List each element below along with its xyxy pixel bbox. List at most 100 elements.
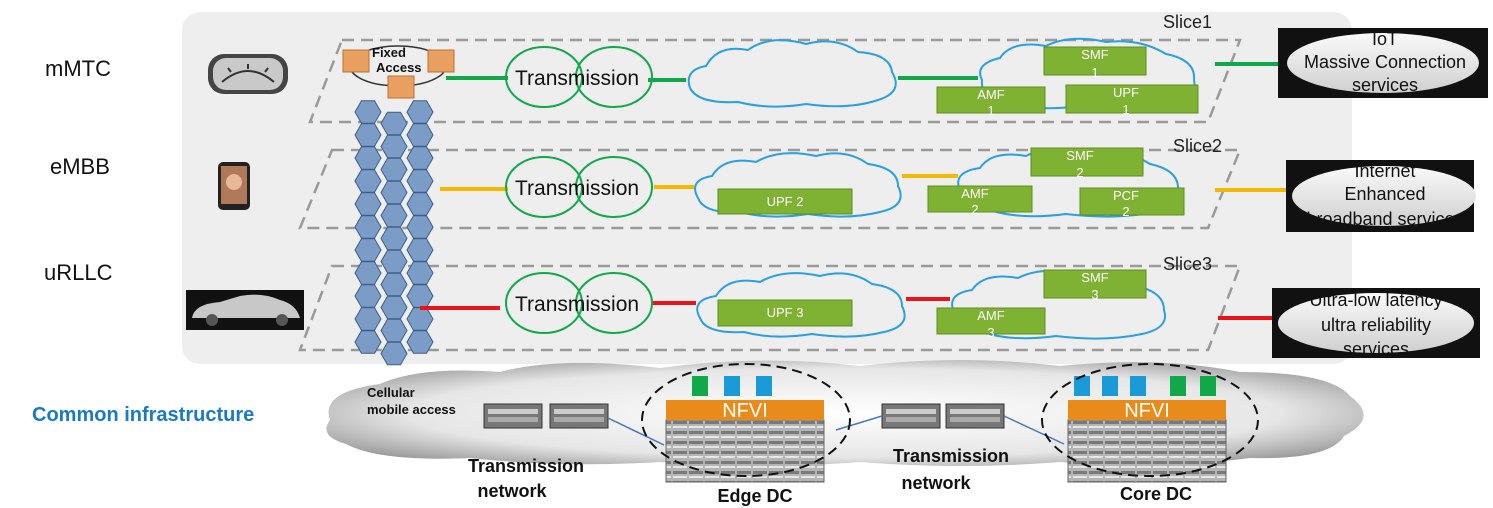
slice2-upf-label: UPF 2 bbox=[767, 194, 804, 209]
slice3-smf-box: SMF 3 bbox=[1043, 269, 1147, 302]
slice2-smf-label: SMF bbox=[1066, 148, 1094, 163]
slice3-edge-cloud bbox=[696, 272, 906, 338]
slice2-plane bbox=[298, 148, 1242, 230]
cell-hexagon bbox=[380, 341, 408, 366]
slice2-smf-number: 2 bbox=[1076, 165, 1083, 180]
service-embb-line1: Internet bbox=[1354, 161, 1415, 181]
edge-dc-label: Edge DC bbox=[717, 486, 792, 506]
edge-nfvi-label: NFVI bbox=[722, 400, 768, 422]
slice1-transmission-label: Transmission bbox=[515, 67, 639, 90]
slice1-smf-number: 1 bbox=[1091, 65, 1098, 80]
slice3-upf-box: UPF 3 bbox=[717, 299, 853, 327]
slice1-amf-label: AMF bbox=[977, 87, 1005, 102]
slice1-transmission: Transmission bbox=[505, 46, 653, 108]
slice2-pcf-label: PCF bbox=[1113, 188, 1139, 203]
slice1-links bbox=[446, 62, 1302, 82]
fixed-access-group: Fixed Access bbox=[342, 45, 455, 99]
slice3-transmission-label: Transmission bbox=[515, 293, 639, 316]
core-vm-blue-1 bbox=[1074, 376, 1090, 396]
transmission-network-right-line2: network bbox=[901, 473, 971, 493]
service-mmtc-line3: services bbox=[1352, 75, 1418, 95]
slice3-smf-label: SMF bbox=[1081, 270, 1109, 285]
edge-vm-green bbox=[692, 376, 708, 396]
core-vm-green-2 bbox=[1200, 376, 1216, 396]
service-mmtc: IoT Massive Connection services bbox=[1278, 28, 1488, 98]
tablet-video-icon bbox=[218, 162, 250, 210]
edge-dc: NFVI bbox=[641, 363, 851, 483]
cell-hexagon bbox=[406, 330, 434, 354]
core-vm-blue-2 bbox=[1102, 376, 1118, 396]
slice3-transmission: Transmission bbox=[505, 272, 653, 334]
slice3-upf-label: UPF 3 bbox=[767, 305, 804, 320]
cellular-hexagon-column bbox=[354, 100, 434, 366]
edge-vm-blue-2 bbox=[756, 376, 772, 396]
edge-nfvi-bar bbox=[666, 400, 824, 420]
core-nfvi-label: NFVI bbox=[1124, 400, 1170, 422]
transmission-network-left-line2: network bbox=[477, 481, 547, 501]
slice1-smf-box: SMF 1 bbox=[1043, 46, 1147, 80]
transmission-device-right bbox=[881, 403, 1005, 429]
core-nfvi-bar bbox=[1068, 400, 1226, 420]
slice1-upf-box: UPF 1 bbox=[1065, 84, 1199, 117]
slice2-smf-box: SMF 2 bbox=[1030, 147, 1144, 180]
slice2-pcf-number: 2 bbox=[1122, 204, 1129, 219]
core-dc-label: Core DC bbox=[1120, 484, 1192, 504]
row-label-embb: eMBB bbox=[50, 154, 110, 179]
slice2-amf-number: 2 bbox=[971, 202, 978, 217]
service-urllc-line1: Ultra-low latency bbox=[1309, 290, 1442, 310]
slice2-links bbox=[440, 174, 1300, 192]
service-embb: Internet Enhanced broadband services bbox=[1286, 160, 1476, 232]
slice1-amf-number: 1 bbox=[987, 103, 994, 118]
fixed-access-label-line2: Access bbox=[376, 60, 422, 75]
slice1-edge-cloud bbox=[687, 39, 897, 108]
slice2-upf-box: UPF 2 bbox=[717, 188, 853, 215]
transmission-network-right-line1: Transmission bbox=[893, 446, 1009, 466]
cellular-access-line1: Cellular bbox=[367, 385, 415, 400]
slice1-upf-label: UPF bbox=[1113, 85, 1139, 100]
slice3-amf-box: AMF 3 bbox=[936, 307, 1046, 340]
core-vm-blue-3 bbox=[1130, 376, 1146, 396]
transmission-network-left-line1: Transmission bbox=[468, 456, 584, 476]
slice1-smf-label: SMF bbox=[1081, 47, 1109, 62]
core-vm-green-1 bbox=[1170, 376, 1186, 396]
service-urllc-line3: services bbox=[1343, 339, 1409, 359]
service-embb-line3: broadband services bbox=[1306, 209, 1463, 229]
service-embb-line2: Enhanced bbox=[1344, 184, 1425, 204]
row-label-mmtc: mMTC bbox=[45, 56, 111, 81]
link-edge-to-right-transmission bbox=[835, 415, 883, 431]
slice2-pcf-box: PCF 2 bbox=[1079, 187, 1185, 219]
slice2-core-cloud bbox=[957, 147, 1180, 218]
slice2-amf-box: AMF 2 bbox=[927, 185, 1033, 217]
slice1-upf-number: 1 bbox=[1122, 102, 1129, 117]
slice3-label: Slice3 bbox=[1163, 254, 1212, 274]
fixed-access-label-line1: Fixed bbox=[372, 45, 406, 60]
link-left-transmission-to-edge bbox=[607, 417, 665, 446]
row-label-urllc: uRLLC bbox=[44, 260, 113, 285]
transmission-device-left bbox=[483, 403, 609, 429]
slice1-plane bbox=[308, 38, 1242, 124]
link-right-transmission-to-core bbox=[1003, 415, 1065, 445]
cell-hexagon bbox=[354, 330, 382, 354]
slice2-transmission: Transmission bbox=[505, 156, 653, 218]
service-mmtc-line1: IoT bbox=[1372, 29, 1398, 49]
common-infrastructure-title: Common infrastructure bbox=[32, 404, 254, 426]
slice3-amf-label: AMF bbox=[977, 308, 1005, 323]
edge-vm-blue-1 bbox=[724, 376, 740, 396]
slice3-smf-number: 3 bbox=[1091, 287, 1098, 302]
slice2-transmission-label: Transmission bbox=[515, 177, 639, 200]
cellular-access-line2: mobile access bbox=[367, 402, 456, 417]
slice1-amf-box: AMF 1 bbox=[936, 86, 1046, 118]
slice3-amf-number: 3 bbox=[987, 325, 994, 340]
slice1-label: Slice1 bbox=[1163, 12, 1212, 32]
smart-meter-icon bbox=[208, 54, 288, 94]
slice3-plane bbox=[298, 264, 1242, 352]
car-icon bbox=[186, 290, 304, 330]
slice2-amf-label: AMF bbox=[961, 186, 989, 201]
slice2-label: Slice2 bbox=[1173, 136, 1222, 156]
service-urllc-line2: ultra reliability bbox=[1321, 315, 1431, 335]
slice2-edge-cloud bbox=[694, 152, 902, 218]
slice3-core-cloud bbox=[951, 269, 1166, 340]
service-urllc: Ultra-low latency ultra reliability serv… bbox=[1272, 288, 1480, 359]
service-mmtc-line2: Massive Connection bbox=[1304, 52, 1466, 72]
